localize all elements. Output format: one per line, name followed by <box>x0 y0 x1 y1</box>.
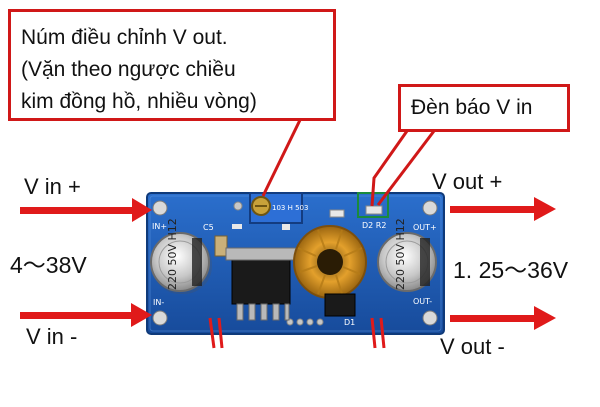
silk-out-minus: OUT- <box>413 297 432 306</box>
vout-plus-label: V out + <box>432 169 503 194</box>
silk-in-plus: IN+ <box>152 222 167 231</box>
vin-minus-label: V in - <box>26 324 78 349</box>
vin-plus-label: V in + <box>24 174 81 199</box>
terminal-arrows <box>20 197 556 330</box>
knob-callout-line-3: kim đồng hồ, nhiều vòng) <box>21 90 257 113</box>
silk-out-plus: OUT+ <box>413 223 437 232</box>
cap-right-marking: 220 50V H12 <box>394 218 407 290</box>
knob-callout-line-2: (Vặn theo ngược chiều <box>21 58 236 81</box>
silk-in-minus: IN- <box>153 298 164 307</box>
toroid-inductor <box>293 225 367 299</box>
vout-minus-label: V out - <box>440 334 505 359</box>
pot-marking: 103 H 503 <box>272 204 308 212</box>
silk-d1: D1 <box>344 318 355 327</box>
cap-left-marking: 220 50V H12 <box>166 218 179 290</box>
callout-leaders <box>261 119 436 207</box>
regulator-ic <box>225 247 297 321</box>
silk-d2-r2: D2 R2 <box>362 221 386 230</box>
led-callout: Đèn báo V in <box>398 84 570 132</box>
vin-range: 4～38V <box>10 252 87 278</box>
trimmer-potentiometer: 103 H 503 <box>249 192 308 224</box>
output-capacitor: 220 50V H12 <box>377 218 437 292</box>
led-callout-label: Đèn báo V in <box>411 96 533 119</box>
vout-range: 1. 25～36V <box>453 257 569 283</box>
knob-callout-line-1: Núm điều chỉnh V out. <box>21 26 228 49</box>
knob-callout: Núm điều chỉnh V out. (Vặn theo ngược ch… <box>8 9 336 121</box>
schottky-diode <box>324 293 356 317</box>
silk-c5: C5 <box>203 223 214 232</box>
input-capacitor: 220 50V H12 <box>150 218 212 294</box>
